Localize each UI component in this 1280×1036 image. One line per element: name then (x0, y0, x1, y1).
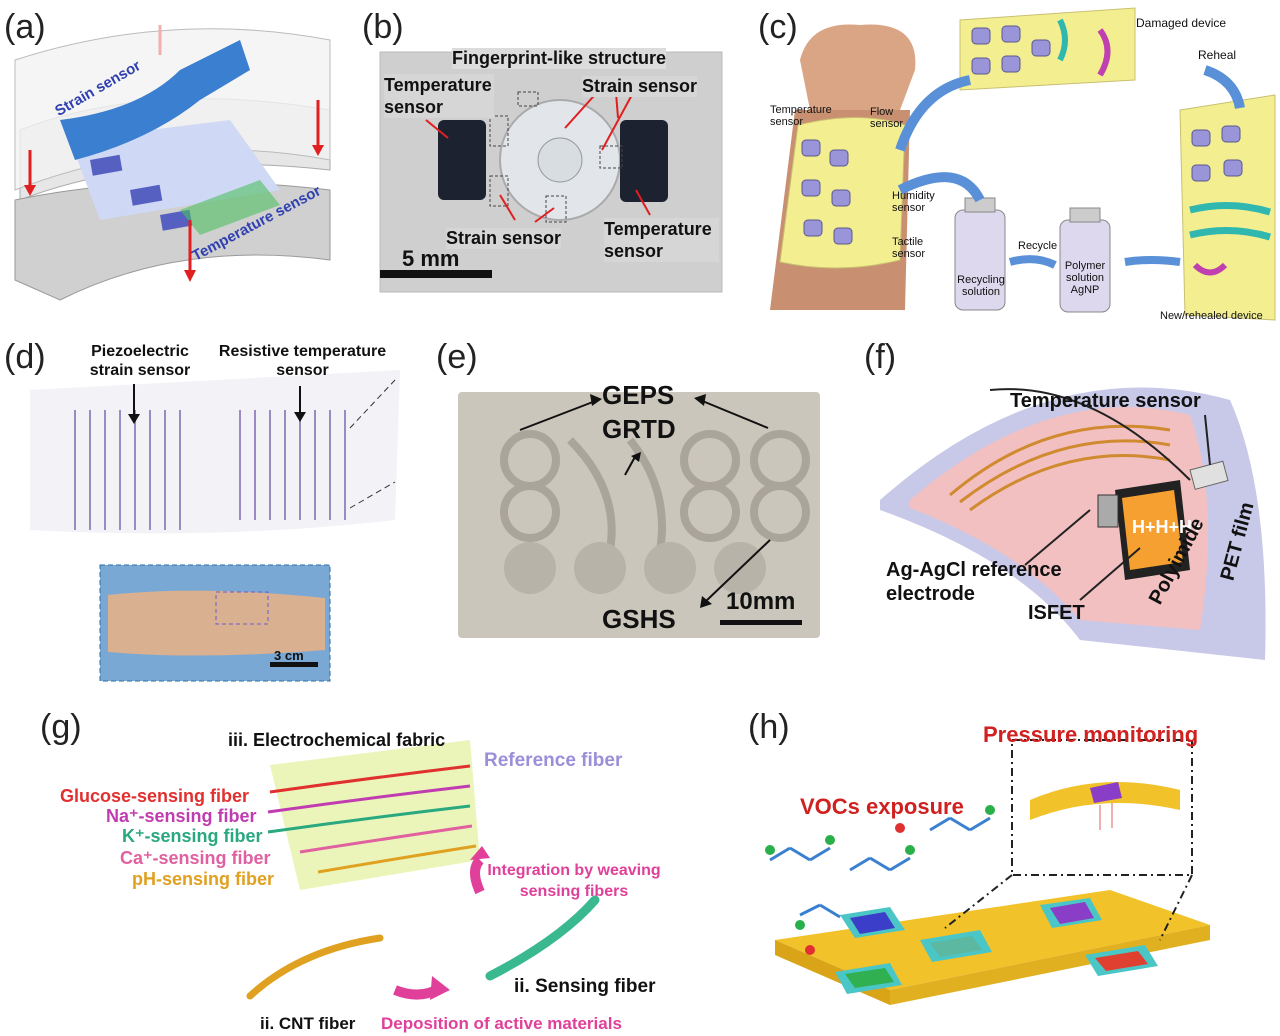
panel-h-illustration (765, 739, 1210, 1005)
glucose-fiber-label: Glucose-sensing fiber (60, 786, 250, 806)
temperature-sensor-1-label: Temperature sensor (384, 74, 494, 118)
panel-f-illustration (880, 387, 1266, 660)
panel-b-label: (b) (362, 8, 404, 46)
panel-c: (c) Damaged (740, 0, 1280, 330)
isfet-label: ISFET (1028, 602, 1085, 624)
new-rehealed-device-label: New/rehealed device (1160, 310, 1263, 322)
panel-b: (b) Fingerprint-like structure Temperatu… (340, 0, 740, 300)
tactile-sensor-label: Tactile sensor (892, 236, 926, 260)
panel-e: (e) GEPS GRTD GSHS 10mm (420, 330, 840, 650)
panel-h: (h) Pressure monitoring VOCs e (740, 700, 1280, 1036)
sensing-fiber-label: ii. Sensing fiber (514, 976, 656, 997)
panel-c-label: (c) (758, 8, 798, 46)
panel-g-illustration (246, 740, 600, 1000)
fabric-label: iii. Electrochemical fabric (228, 730, 446, 750)
strain-sensor-1-label: Strain sensor (582, 76, 698, 97)
recycle-label: Recycle (1018, 240, 1058, 252)
strain-sensor-2-label: Strain sensor (446, 228, 562, 249)
panel-h-label: (h) (748, 708, 790, 746)
vocs-exposure-label: VOCs exposure (800, 794, 964, 819)
deposition-label: Deposition of active materials (381, 1014, 622, 1033)
agagcl-label: Ag-AgCl reference electrode (886, 559, 1062, 605)
geps-label: GEPS (602, 380, 675, 410)
reheal-label: Reheal (1198, 48, 1237, 62)
fingerprint-label: Fingerprint-like structure (452, 48, 667, 69)
k-fiber-label: K⁺-sensing fiber (122, 826, 263, 846)
pressure-monitoring-label: Pressure monitoring (983, 722, 1199, 747)
ph-fiber-label: pH-sensing fiber (132, 869, 275, 889)
panel-e-photo (458, 392, 820, 638)
hplus-label: H+H+H+ (1132, 517, 1203, 537)
panel-a: (a) Strain sensor Temperature sensor (0, 0, 340, 310)
panel-d-label: (d) (4, 338, 46, 376)
scale-label: 10mm (726, 588, 796, 615)
scale-bar (380, 270, 492, 278)
polymer-solution-label: Polymer solution AgNP (1064, 260, 1106, 296)
ca-fiber-label: Ca⁺-sensing fiber (120, 848, 271, 868)
piezo-label: Piezoelectric strain sensor (89, 343, 191, 379)
grtd-label: GRTD (602, 414, 676, 444)
strain-sensor-shape (60, 40, 250, 160)
panel-d: (d) Piezoelectric strain sensor Resistiv… (0, 330, 410, 685)
humidity-sensor-label: Humidity sensor (892, 190, 935, 214)
na-fiber-label: Na⁺-sensing fiber (106, 806, 257, 826)
resistive-label: Resistive temperature sensor (218, 343, 387, 379)
panel-e-label: (e) (436, 338, 478, 376)
reference-fiber-label: Reference fiber (484, 750, 623, 771)
temperature-sensor-label: Temperature sensor (1010, 390, 1201, 412)
recycling-solution-label: Recycling solution (957, 274, 1005, 298)
integration-label: Integration by weaving sensing fibers (487, 862, 661, 900)
panel-f: (f) Temperature sensor H+H+H+ Ag-AgCl re… (850, 330, 1280, 660)
gshs-label: GSHS (602, 604, 676, 634)
panel-g: (g) iii. Electrochemical fabric Referenc… (0, 700, 700, 1036)
panel-d-illustration (30, 370, 400, 682)
panel-g-label: (g) (40, 708, 82, 746)
panel-a-illustration (14, 25, 331, 301)
scale-label: 3 cm (274, 648, 304, 663)
cnt-fiber-label: ii. CNT fiber (260, 1014, 356, 1033)
damaged-device-label: Damaged device (1136, 16, 1227, 30)
temperature-sensor-2-label: Temperature sensor (604, 218, 719, 262)
panel-c-illustration (770, 7, 1276, 321)
temperature-sensor-label: Temperature sensor (770, 104, 832, 128)
panel-f-label: (f) (864, 338, 897, 376)
panel-a-label: (a) (4, 8, 46, 46)
flow-sensor-label: Flow sensor (870, 106, 904, 130)
scale-label: 5 mm (402, 246, 460, 271)
